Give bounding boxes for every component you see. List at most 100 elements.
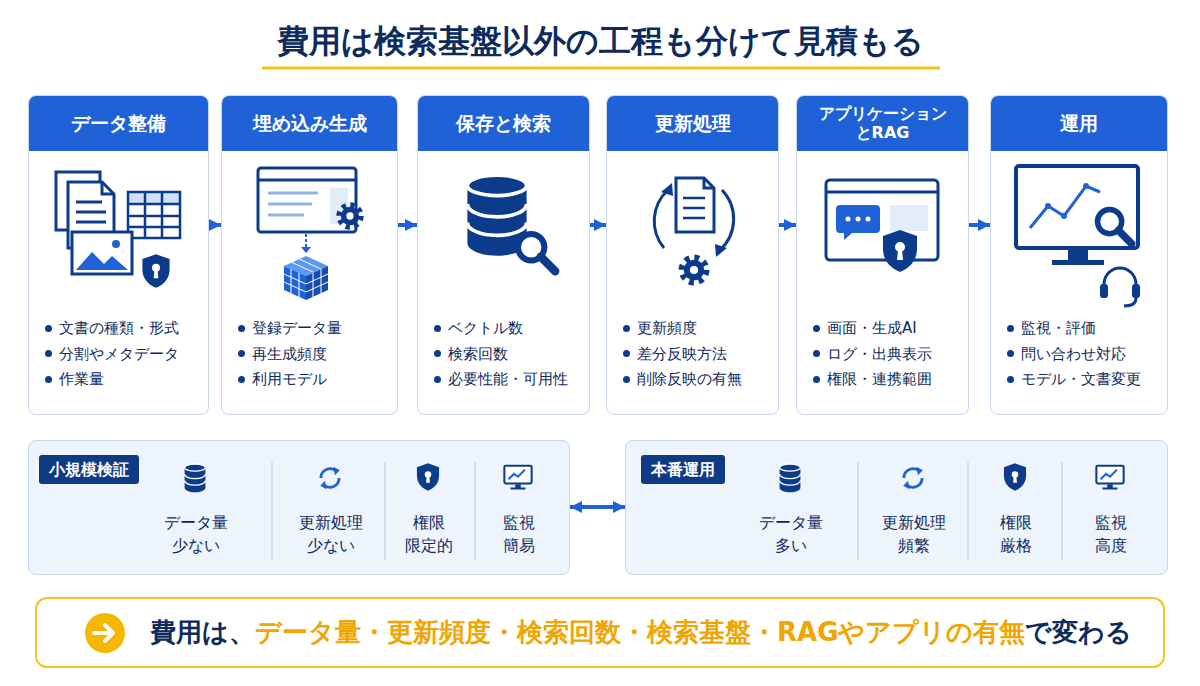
documents-icon (56, 172, 100, 230)
process-stage-box: アプリケーション とRAG画面・生成AIログ・出典表示権限・連携範囲 (796, 95, 969, 415)
embedding-icon (305, 234, 307, 248)
application-icon (826, 180, 938, 272)
bullet-dot (45, 350, 52, 357)
operation-icon (1098, 210, 1132, 244)
documents-icon (72, 232, 132, 274)
bullet-dot (813, 376, 820, 383)
panel-item-text: 権限 厳格 (1000, 511, 1032, 557)
title-underline (262, 67, 940, 70)
update-icon (682, 258, 706, 282)
application-icon (826, 180, 938, 260)
update-icon (654, 190, 668, 248)
panel-item-text: データ量 少ない (164, 511, 228, 557)
banner-line: 費用は、データ量・更新頻度・検索回数・検索基盤・RAGやアプリの有無で変わる (150, 599, 1132, 666)
bullet-dot (1007, 376, 1014, 383)
bullet-dot (623, 376, 630, 383)
operation-icon (1104, 268, 1136, 290)
bullet-dot (1007, 350, 1014, 357)
process-stage-box: 運用監視・評価問い合わせ対応モデル・文書変更 (990, 95, 1168, 415)
panel-icons (903, 467, 923, 489)
documents-icon (56, 172, 180, 288)
bullet-text: 必要性能・可用性 (448, 369, 568, 389)
database-icon (467, 175, 555, 271)
bullet-row: 文書の種類・形式 (45, 318, 179, 338)
bullet-row: 権限・連携範囲 (813, 369, 932, 389)
documents-icon (142, 254, 169, 288)
bullet-row: 問い合わせ対応 (1007, 344, 1126, 364)
banner-arrow-icon (94, 625, 113, 641)
title-underline (262, 68, 940, 69)
stage-header: 保存と検索 (418, 96, 589, 151)
bullet-text: 権限・連携範囲 (827, 369, 932, 389)
bullet-dot (238, 376, 245, 383)
panel-item-text: 監視 簡易 (503, 511, 535, 557)
bullet-dot (45, 325, 52, 332)
process-stage-box: 保存と検索ベクトル数検索回数必要性能・可用性 (417, 95, 590, 415)
bullet-row: 登録データ量 (238, 318, 342, 338)
panel-icons (1096, 466, 1123, 490)
flow-arrow (209, 223, 221, 227)
documents-icon (128, 192, 180, 204)
embedding-icon (258, 168, 361, 300)
flow-arrow (779, 223, 796, 227)
panel-item-text: 更新処理 頻繁 (882, 511, 946, 557)
update-icon (683, 198, 705, 218)
banner-arrow-icon (85, 613, 125, 653)
bullet-row: 監視・評価 (1007, 318, 1096, 338)
bullet-text: 登録データ量 (252, 318, 342, 338)
bullet-row: 画面・生成AI (813, 318, 917, 338)
bullet-text: 分割やメタデータ (59, 344, 179, 364)
operation-icon (1083, 183, 1089, 189)
embedding-icon (258, 179, 356, 182)
panel-item-text: 監視 高度 (1095, 511, 1127, 557)
banner-arrow-icon (85, 613, 125, 653)
stage-title: 埋め込み生成 (253, 113, 367, 135)
bullet-dot (623, 325, 630, 332)
stage-title: 運用 (1060, 113, 1098, 135)
bullet-row: 更新頻度 (623, 318, 697, 338)
panel-icons (780, 464, 801, 492)
summary-banner: 費用は、データ量・更新頻度・検索回数・検索基盤・RAGやアプリの有無で変わる (35, 597, 1165, 668)
operation-icon (1016, 166, 1140, 306)
flow-arrow (570, 505, 625, 509)
operation-icon (1061, 213, 1067, 219)
operation-icon (1100, 284, 1108, 298)
bullet-dot (813, 350, 820, 357)
flow-arrow (398, 223, 417, 227)
process-stage-box: データ整備文書の種類・形式分割やメタデータ作業量 (28, 95, 209, 415)
bullet-row: 差分反映方法 (623, 344, 727, 364)
bullet-text: 問い合わせ対応 (1021, 344, 1126, 364)
panel-item-text: 更新処理 少ない (299, 511, 363, 557)
banner-text: 費用は、 (150, 615, 255, 650)
bullet-row: モデル・文書変更 (1007, 369, 1141, 389)
bullet-text: 画面・生成AI (827, 318, 917, 338)
bullet-text: 利用モデル (252, 369, 327, 389)
bullet-text: 監視・評価 (1021, 318, 1096, 338)
database-icon (518, 234, 555, 271)
panel-dividers (272, 462, 1062, 560)
panel-icons (185, 463, 1124, 492)
operation-icon (1124, 298, 1136, 306)
stage-title: 更新処理 (655, 113, 731, 135)
panel-icons (1004, 463, 1026, 490)
documents-icon (76, 202, 106, 222)
documents-icon (112, 240, 120, 248)
documents-icon (128, 192, 180, 238)
bullet-row: 再生成頻度 (238, 344, 327, 364)
bullet-dot (813, 325, 820, 332)
stage-header: アプリケーション とRAG (797, 96, 968, 151)
stage-title: データ整備 (71, 113, 166, 135)
panel-icons (417, 463, 439, 490)
operation-icon (1132, 284, 1140, 298)
update-icon (676, 178, 714, 232)
operation-icon (1030, 186, 1100, 228)
bullet-text: 再生成頻度 (252, 344, 327, 364)
panel-item-text: データ量 多い (759, 511, 823, 557)
application-icon (846, 217, 851, 222)
banner-text: データ量・更新頻度・検索回数・検索基盤・RAGやアプリの有無 (255, 615, 1025, 650)
bullet-text: 削除反映の有無 (637, 369, 742, 389)
banner-text: で変わる (1025, 615, 1132, 650)
stage-header: 更新処理 (607, 96, 778, 151)
bullet-dot (434, 325, 441, 332)
